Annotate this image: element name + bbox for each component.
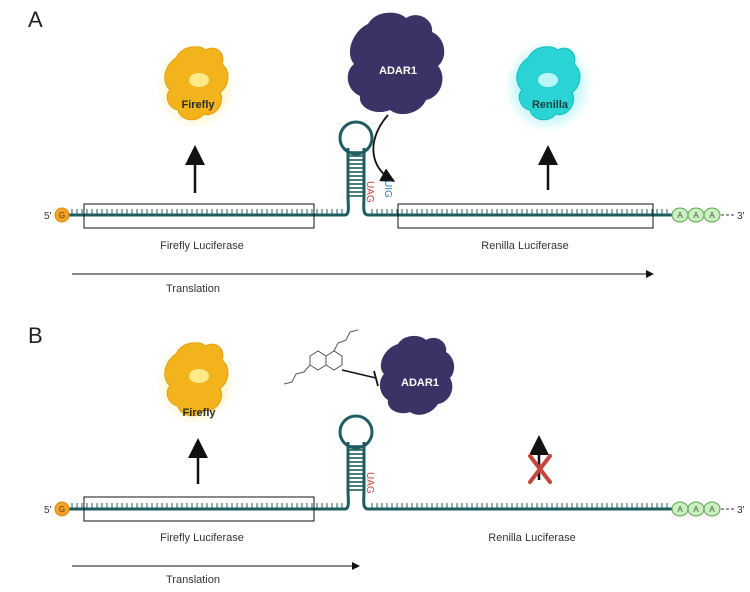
- firefly-cds-box-b: [83, 496, 315, 522]
- translation-label-b: Translation: [166, 574, 220, 586]
- three-prime-label-b: 3': [737, 505, 745, 516]
- inhibitor-molecule: [283, 329, 359, 385]
- stop-codon-uag-a: UAG: [364, 181, 375, 203]
- panel-b-letter: B: [28, 323, 43, 348]
- adar1-label-a: ADAR1: [379, 65, 417, 77]
- firefly-protein-label-a: Firefly: [181, 99, 215, 111]
- edited-codon-uig: UIG: [382, 180, 393, 198]
- renilla-cds-box-a: [397, 203, 654, 229]
- mrna-strand-b: [68, 414, 672, 511]
- five-prime-label-b: 5': [44, 505, 52, 516]
- adar1-enzyme-b: ADAR1: [379, 335, 455, 415]
- firefly-protein-b: Firefly: [156, 338, 236, 426]
- inhibition-line: [341, 369, 379, 387]
- svg-text:G: G: [59, 211, 65, 220]
- poly-a-tail-a: A A A: [671, 207, 734, 223]
- svg-text:G: G: [59, 505, 65, 514]
- firefly-protein-label-b: Firefly: [182, 407, 216, 419]
- svg-text:A: A: [693, 211, 699, 220]
- svg-text:A: A: [709, 505, 715, 514]
- cap-a: G: [54, 207, 70, 223]
- firefly-cds-label-b: Firefly Luciferase: [160, 532, 244, 544]
- cap-b: G: [54, 501, 70, 517]
- svg-text:A: A: [677, 211, 683, 220]
- editing-arrow: [372, 114, 396, 182]
- panel-a-letter: A: [28, 7, 43, 32]
- renilla-protein-label-a: Renilla: [532, 99, 569, 111]
- panel-a: A Firefly ADAR1 Renilla: [28, 7, 745, 295]
- firefly-cds-box-a: [83, 203, 315, 229]
- poly-a-tail-b: A A A: [671, 501, 734, 517]
- stop-codon-uag-b: UAG: [364, 472, 375, 494]
- renilla-cds-label-a: Renilla Luciferase: [481, 240, 568, 252]
- adar1-label-b: ADAR1: [401, 377, 439, 389]
- renilla-cds-label-b: Renilla Luciferase: [488, 532, 575, 544]
- svg-text:A: A: [677, 505, 683, 514]
- renilla-protein-a: Renilla: [504, 40, 592, 132]
- panel-b: B Firefly ADAR1: [28, 323, 745, 586]
- adar1-enzyme-a: ADAR1: [347, 12, 445, 115]
- renilla-blocked-arrow: [528, 435, 552, 484]
- svg-text:A: A: [693, 505, 699, 514]
- translation-label-a: Translation: [166, 283, 220, 295]
- three-prime-label-a: 3': [737, 211, 745, 222]
- five-prime-label-a: 5': [44, 211, 52, 222]
- svg-text:A: A: [709, 211, 715, 220]
- mrna-strand-a: [68, 120, 672, 217]
- firefly-protein-a: Firefly: [156, 42, 236, 130]
- firefly-cds-label-a: Firefly Luciferase: [160, 240, 244, 252]
